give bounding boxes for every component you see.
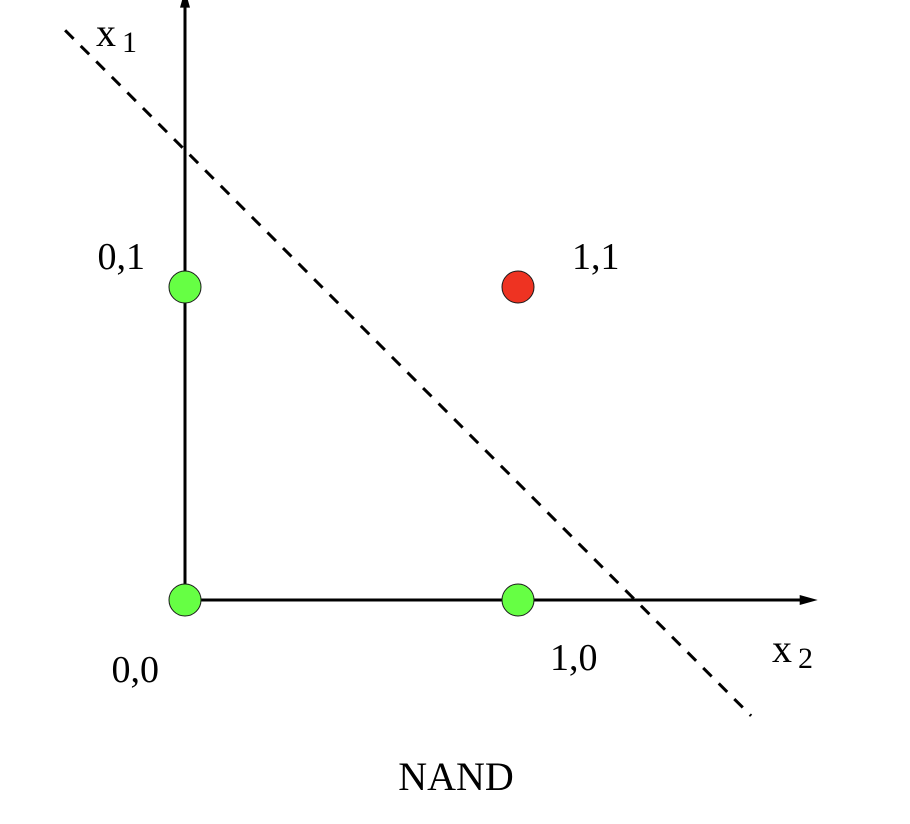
data-point-0-1 xyxy=(168,270,202,304)
chart-title: NAND xyxy=(398,754,514,799)
point-label-0-1: 0,1 xyxy=(98,236,146,278)
data-point-1-1 xyxy=(501,270,535,304)
decision-boundary-line xyxy=(64,29,753,717)
point-label-1-0: 1,0 xyxy=(550,637,598,679)
y-axis-arrow xyxy=(180,0,190,8)
y-axis-label-subscript: 1 xyxy=(122,26,137,59)
points-layer xyxy=(168,270,535,617)
x-axis-arrow xyxy=(799,595,818,605)
data-point-0-0 xyxy=(168,583,202,617)
point-label-0-0: 0,0 xyxy=(112,649,160,691)
y-axis-label-main: x xyxy=(96,10,116,55)
data-point-1-0 xyxy=(501,583,535,617)
point-labels-layer: 0,0 0,1 1,0 1,1 xyxy=(98,236,620,691)
x-axis-label-main: x xyxy=(772,626,792,671)
x-axis-label-subscript: 2 xyxy=(798,642,813,675)
point-label-1-1: 1,1 xyxy=(572,236,620,278)
